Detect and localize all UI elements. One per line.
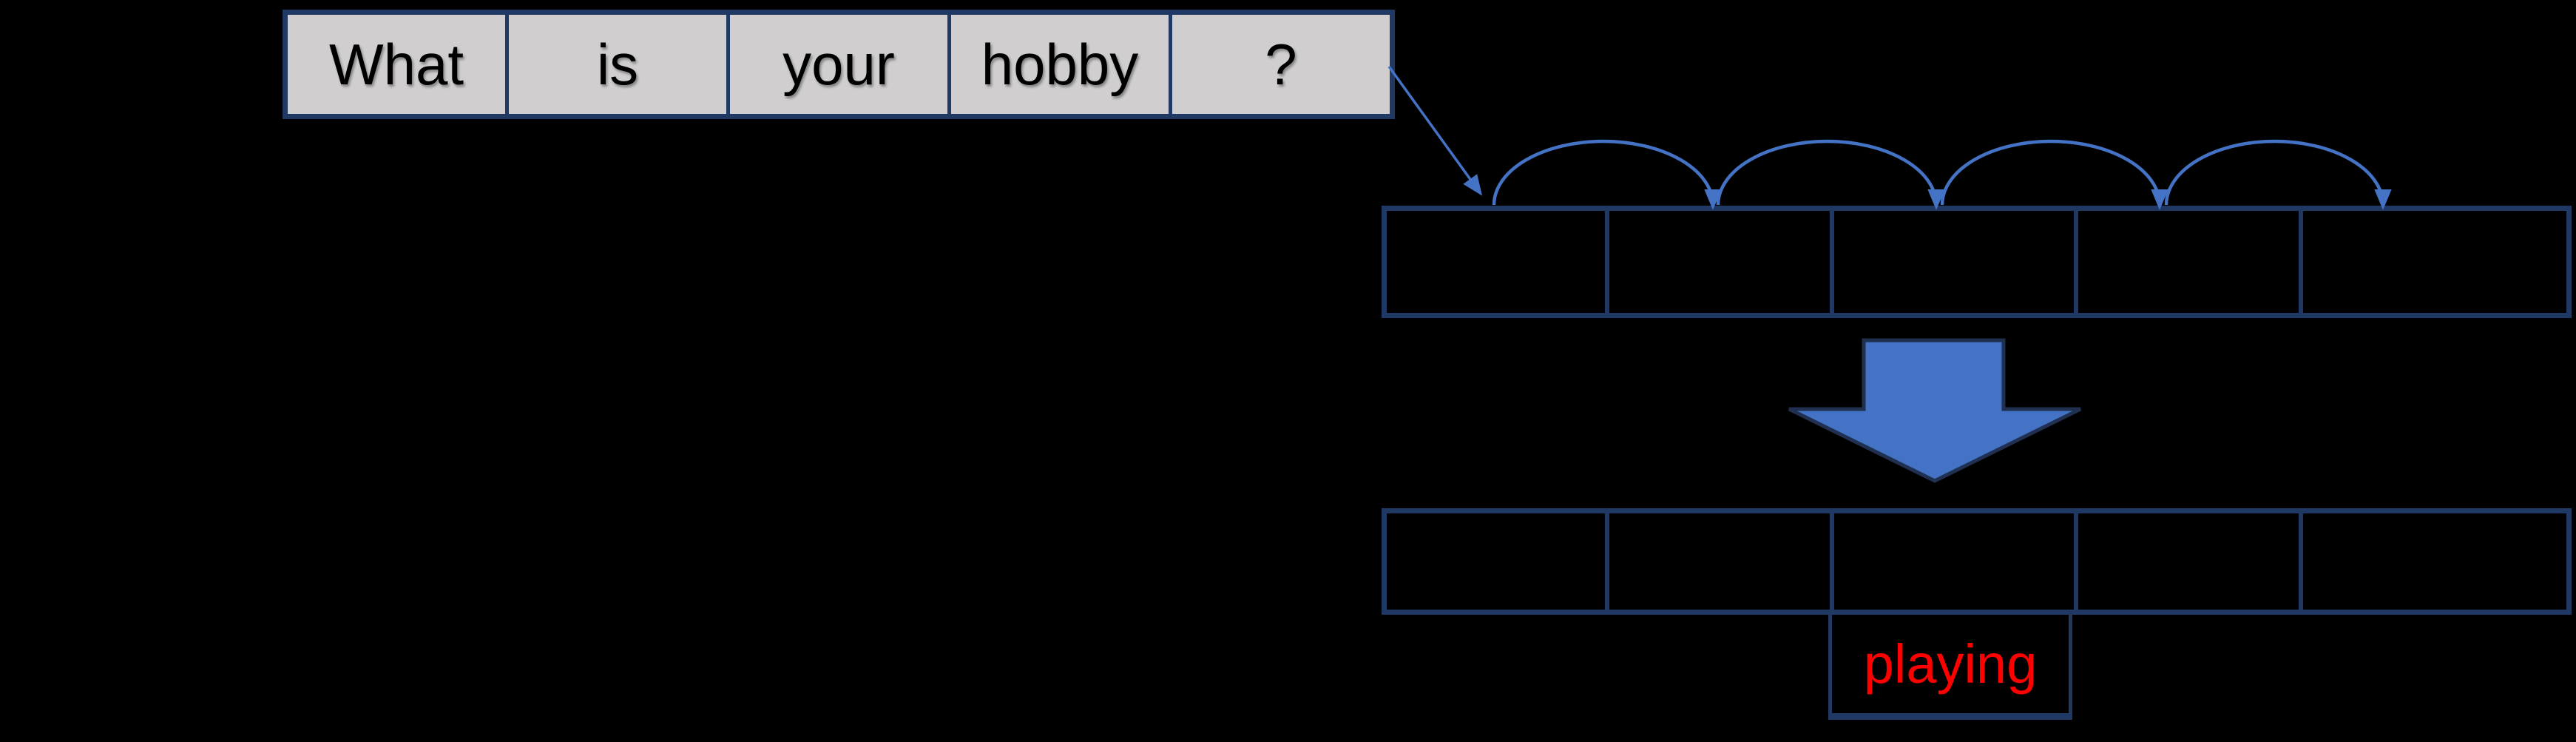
- empty-slot-cell: [1387, 211, 1605, 313]
- word-cell: ?: [1169, 15, 1390, 114]
- down-arrow-icon: [1788, 338, 2082, 483]
- hop-arc-icon: [1940, 139, 2168, 210]
- word-cell: hobby: [947, 15, 1169, 114]
- word-cell: What: [328, 32, 464, 97]
- answer-label: playing: [1863, 633, 2038, 695]
- sentence-to-slots-arrow-icon: [1387, 65, 1483, 196]
- empty-slot-cell: [2074, 513, 2299, 610]
- hop-arc-icon: [1492, 139, 1722, 210]
- empty-slot-cell: [1387, 513, 1605, 610]
- empty-slot-cell: [1605, 513, 1830, 610]
- empty-slot-cell: [1605, 211, 1830, 313]
- empty-slot-cell: [2299, 211, 2566, 313]
- answer-box: playing: [1828, 615, 2072, 720]
- sentence-word-row: What is your hobby ?: [283, 10, 1395, 119]
- empty-slot-cell: [2299, 513, 2566, 610]
- empty-slot-cell: [1830, 513, 2074, 610]
- word-cell: is: [505, 15, 726, 114]
- word-cell: your: [726, 15, 947, 114]
- empty-slot-cell: [2074, 211, 2299, 313]
- token-slot-row-top: [1382, 206, 2572, 318]
- empty-slot-cell: [1830, 211, 2074, 313]
- hop-arc-icon: [2164, 139, 2392, 210]
- hop-arc-icon: [1716, 139, 1945, 210]
- token-slot-row-bottom: [1382, 508, 2572, 615]
